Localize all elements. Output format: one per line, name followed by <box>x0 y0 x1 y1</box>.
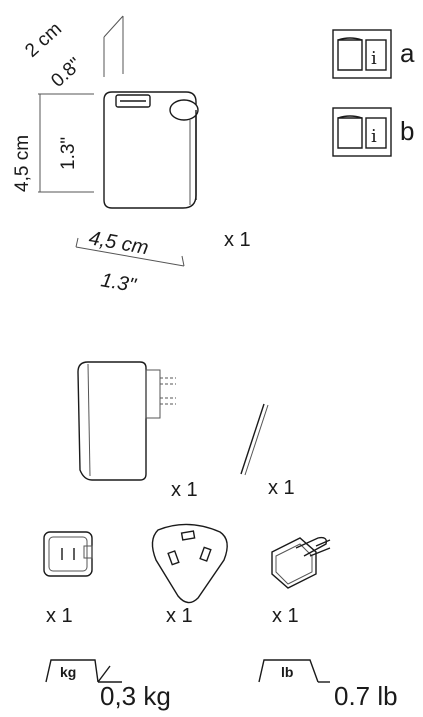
kg-value: 0,3 kg <box>100 681 171 711</box>
weight-lb: lb 0.7 lb <box>258 659 398 711</box>
manual-book-icon: i <box>337 37 387 71</box>
us-plug-quantity: x 1 <box>46 605 73 627</box>
pin-tool-icon <box>240 403 269 476</box>
pin-quantity: x 1 <box>268 477 295 499</box>
depth-in-label: 0.8" <box>47 54 86 92</box>
height-dimension: 4,5 cm 1.3" <box>12 93 94 193</box>
manual-a: i a <box>332 29 415 79</box>
depth-dimension: 2 cm 0.8" <box>21 15 124 92</box>
manual-book-icon: i <box>337 115 387 149</box>
uk-plug-quantity: x 1 <box>166 605 193 627</box>
width-dimension: 4,5 cm 1.3" <box>75 227 185 297</box>
weight-kg: kg 0,3 kg <box>45 659 171 711</box>
eu-plug-quantity: x 1 <box>272 605 299 627</box>
width-in-label: 1.3" <box>99 269 138 297</box>
height-cm-label: 4,5 cm <box>12 135 33 192</box>
eu-plug-icon <box>271 536 331 589</box>
uk-plug-icon <box>151 523 228 604</box>
height-in-label: 1.3" <box>58 137 79 170</box>
product-quantity: x 1 <box>224 229 251 251</box>
manual-b: i b <box>332 107 414 157</box>
svg-text:i: i <box>371 126 377 147</box>
svg-text:i: i <box>371 48 377 69</box>
us-plug-icon <box>43 531 93 577</box>
manual-letter: b <box>400 116 414 146</box>
lb-unit-tag: lb <box>281 664 293 680</box>
manual-letter: a <box>400 38 415 68</box>
lamp-product-illustration <box>103 91 199 209</box>
depth-cm-label: 2 cm <box>21 19 66 62</box>
power-adapter-icon <box>77 361 176 481</box>
adapter-quantity: x 1 <box>171 479 198 501</box>
lb-value: 0.7 lb <box>334 681 398 711</box>
kg-unit-tag: kg <box>60 664 76 680</box>
